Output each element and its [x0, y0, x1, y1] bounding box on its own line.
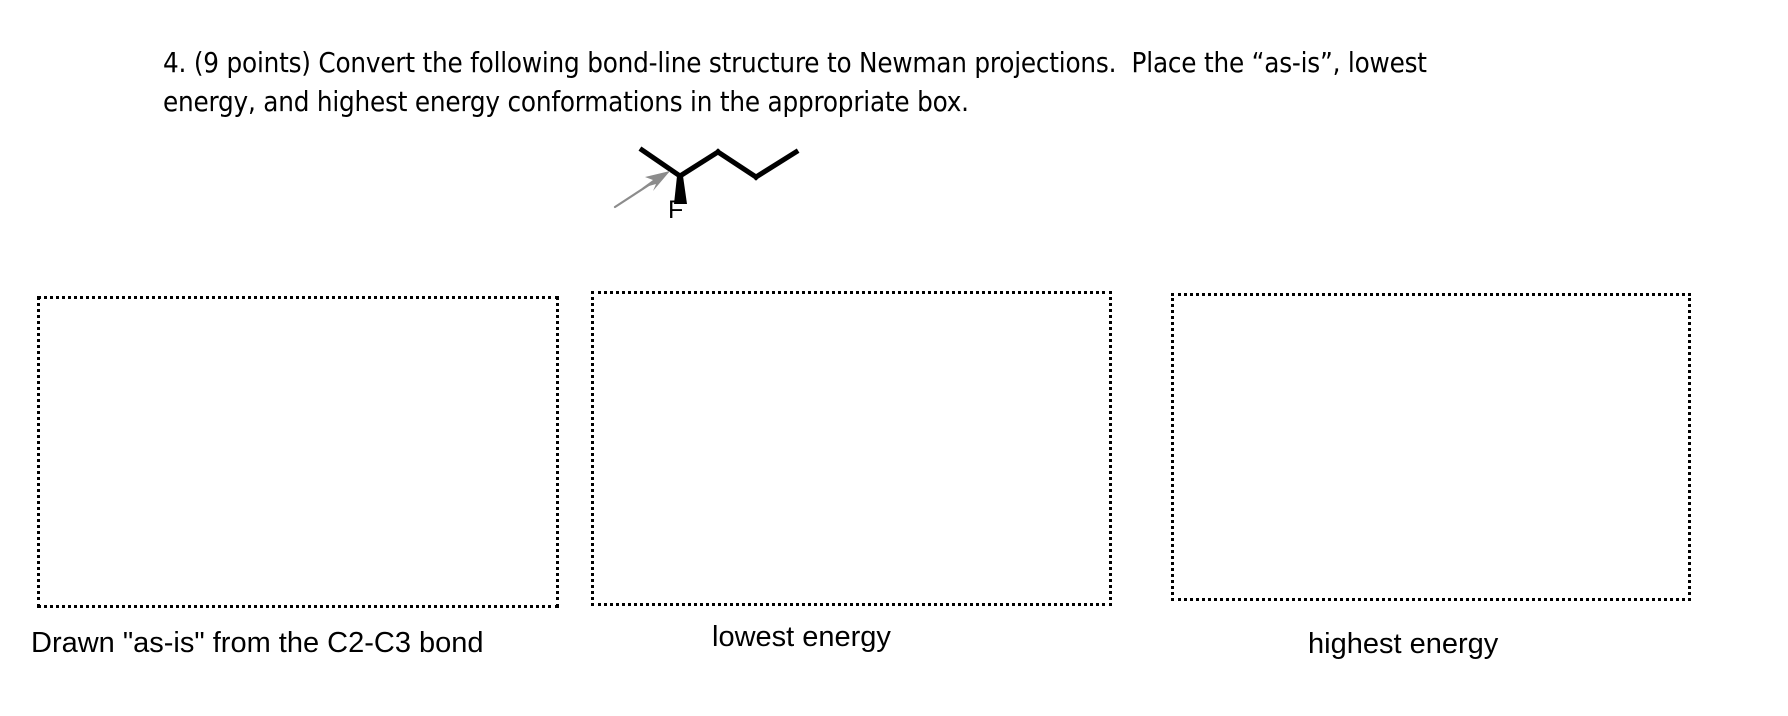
caption-lowest-energy: lowest energy [712, 621, 891, 653]
carbon-skeleton-bonds [638, 146, 800, 181]
pointer-arrow [613, 171, 670, 209]
answer-box-as-is[interactable] [37, 296, 559, 608]
answer-box-highest-energy[interactable] [1171, 293, 1691, 601]
fluorine-atom-label: F [668, 196, 684, 224]
caption-highest-energy: highest energy [1308, 628, 1499, 660]
molecule-figure [590, 132, 840, 232]
bond-line-structure-drawing [613, 146, 800, 209]
bond-c3-c4 [714, 148, 760, 181]
answer-box-lowest-energy[interactable] [591, 291, 1112, 606]
bond-c2-c3 [676, 148, 722, 180]
caption-as-is: Drawn "as-is" from the C2-C3 bond [31, 627, 484, 659]
bond-c1-c2 [638, 146, 684, 180]
wedge-bond-to-fluorine [674, 176, 687, 204]
pointer-arrow-head [642, 171, 670, 191]
question-prompt: 4. (9 points) Convert the following bond… [163, 47, 1435, 118]
bond-c4-c5 [752, 148, 800, 181]
